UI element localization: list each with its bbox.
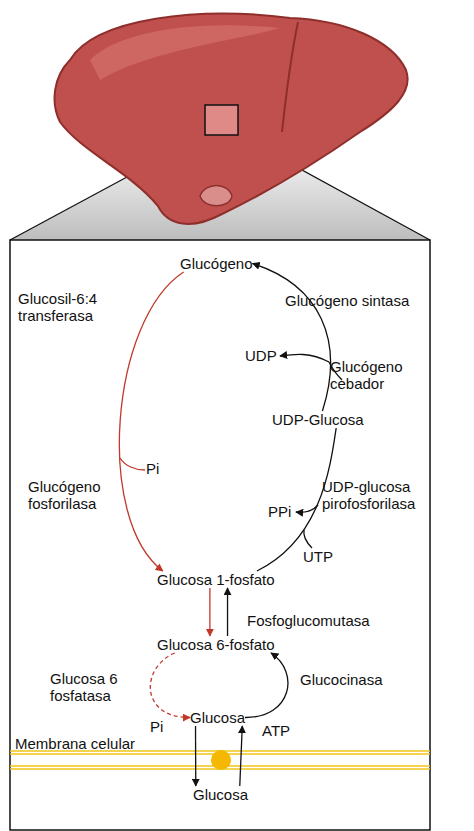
reaction-arrow bbox=[227, 588, 228, 636]
annotation-label: UDP-glucosa pirofosforilasa bbox=[322, 478, 430, 512]
reaction-arrow bbox=[253, 264, 331, 412]
annotation-label: Glucógeno cebador bbox=[330, 358, 425, 392]
annotation-label: Glucógeno sintasa bbox=[285, 292, 409, 309]
node-text: Glucógeno bbox=[180, 255, 253, 272]
annotation-label: Glucocinasa bbox=[300, 671, 383, 688]
reactant-curve bbox=[296, 505, 318, 512]
metabolite-node: UDP-Glucosa bbox=[272, 411, 364, 428]
reaction-arrow bbox=[195, 726, 197, 786]
annotation-label: UTP bbox=[303, 548, 333, 565]
annotation-label: UDP bbox=[245, 347, 277, 364]
cell-membrane bbox=[10, 750, 430, 770]
node-text: Glucosa 1-fosfato bbox=[157, 571, 275, 588]
metabolite-node: Glucosa bbox=[193, 786, 248, 803]
reaction-arrow bbox=[119, 272, 183, 571]
node-text: Glucosa bbox=[190, 709, 245, 726]
annotation-label: Pi bbox=[146, 460, 159, 477]
annotation-label: Glucosil-6:4 transferasa bbox=[18, 290, 123, 324]
metabolite-node: Glucógeno bbox=[180, 255, 253, 272]
metabolite-node: Glucosa 1-fosfato bbox=[157, 571, 275, 588]
annotation-label: Glucógeno fosforilasa bbox=[28, 478, 116, 512]
reaction-arrow bbox=[240, 726, 243, 786]
metabolite-node: Glucosa 6-fosfato bbox=[157, 636, 275, 653]
reactant-curve bbox=[120, 458, 145, 470]
annotation-label: Fosfoglucomutasa bbox=[247, 612, 370, 629]
annotation-label: ATP bbox=[262, 722, 290, 739]
membrane-label: Membrana celular bbox=[15, 735, 135, 752]
liver-illustration bbox=[55, 14, 408, 224]
node-text: UDP-Glucosa bbox=[272, 411, 364, 428]
annotation-label: Glucosa 6 fosfatasa bbox=[50, 670, 130, 704]
annotation-label: Pi bbox=[150, 718, 163, 735]
node-text: Glucosa 6-fosfato bbox=[157, 636, 275, 653]
reactant-curve bbox=[280, 354, 329, 362]
transporter-symbol bbox=[211, 750, 231, 770]
node-text: Glucosa bbox=[193, 786, 248, 803]
metabolite-node: Glucosa bbox=[190, 709, 245, 726]
reactant-curve bbox=[304, 530, 312, 548]
reaction-arrow bbox=[150, 653, 190, 718]
reaction-arrow bbox=[245, 653, 288, 718]
annotation-label: PPi bbox=[268, 503, 291, 520]
reaction-arrow bbox=[209, 588, 210, 636]
zoom-frame bbox=[10, 240, 430, 830]
